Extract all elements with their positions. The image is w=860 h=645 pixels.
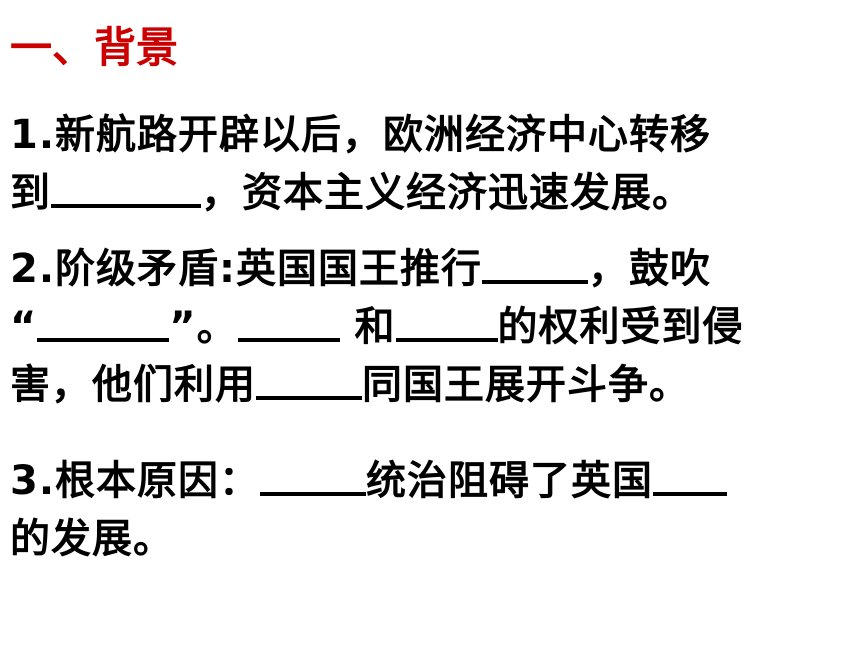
paragraph-2: 2.阶级矛盾:英国国王推行 ，鼓吹 “ ”。 和 的权利受到侵 害，他们利用 同国王展开…: [10, 240, 850, 414]
p2-text-3: “: [10, 304, 38, 350]
p2-text-6: 的权利受到侵: [497, 304, 744, 350]
section-heading: 一、背景: [10, 23, 179, 72]
paragraph-3-line-2: 的发展。: [10, 510, 850, 568]
blank-fill-line: [237, 304, 340, 342]
paragraph-1-line-2: 到 ，资本主义经济迅速发展。: [10, 164, 850, 222]
blank-fill-line: [395, 304, 498, 342]
paragraph-3: 3.根本原因： 统治阻碍了英国 的发展。: [10, 452, 850, 568]
p2-text-2: ，鼓吹: [588, 246, 712, 292]
blank-fill-line: [260, 458, 367, 496]
p2-text-4: ”。: [169, 304, 238, 350]
paragraph-2-line-2: “ ”。 和 的权利受到侵: [10, 298, 850, 356]
p3-text-1: 3.根本原因：: [10, 458, 261, 504]
paragraph-1-line-1: 1.新航路开辟以后，欧洲经济中心转移: [10, 106, 850, 164]
p1-text-2: 到: [10, 170, 51, 216]
p2-text-7: 害，他们利用: [10, 362, 256, 408]
p3-text-2: 统治阻碍了英国: [366, 458, 654, 504]
paragraph-2-line-1: 2.阶级矛盾:英国国王推行 ，鼓吹: [10, 240, 850, 298]
blank-fill-line: [256, 362, 362, 400]
p2-text-8: 同国王展开斗争。: [362, 362, 690, 408]
paragraph-2-line-3: 害，他们利用 同国王展开斗争。: [10, 356, 850, 414]
paragraph-3-line-1: 3.根本原因： 统治阻碍了英国: [10, 452, 850, 510]
paragraph-1: 1.新航路开辟以后，欧洲经济中心转移 到 ，资本主义经济迅速发展。: [10, 106, 850, 222]
blank-fill-line: [482, 246, 589, 284]
blank-fill-line: [653, 458, 728, 496]
p2-text-1: 2.阶级矛盾:英国国王推行: [10, 246, 483, 292]
p3-text-3: 的发展。: [10, 516, 174, 562]
p1-text-3: ，资本主义经济迅速发展。: [201, 170, 693, 216]
blank-fill-line: [51, 170, 201, 208]
blank-fill-line: [37, 304, 170, 342]
p2-text-5: 和: [339, 304, 396, 350]
p1-text-1: 1.新航路开辟以后，欧洲经济中心转移: [10, 112, 712, 158]
